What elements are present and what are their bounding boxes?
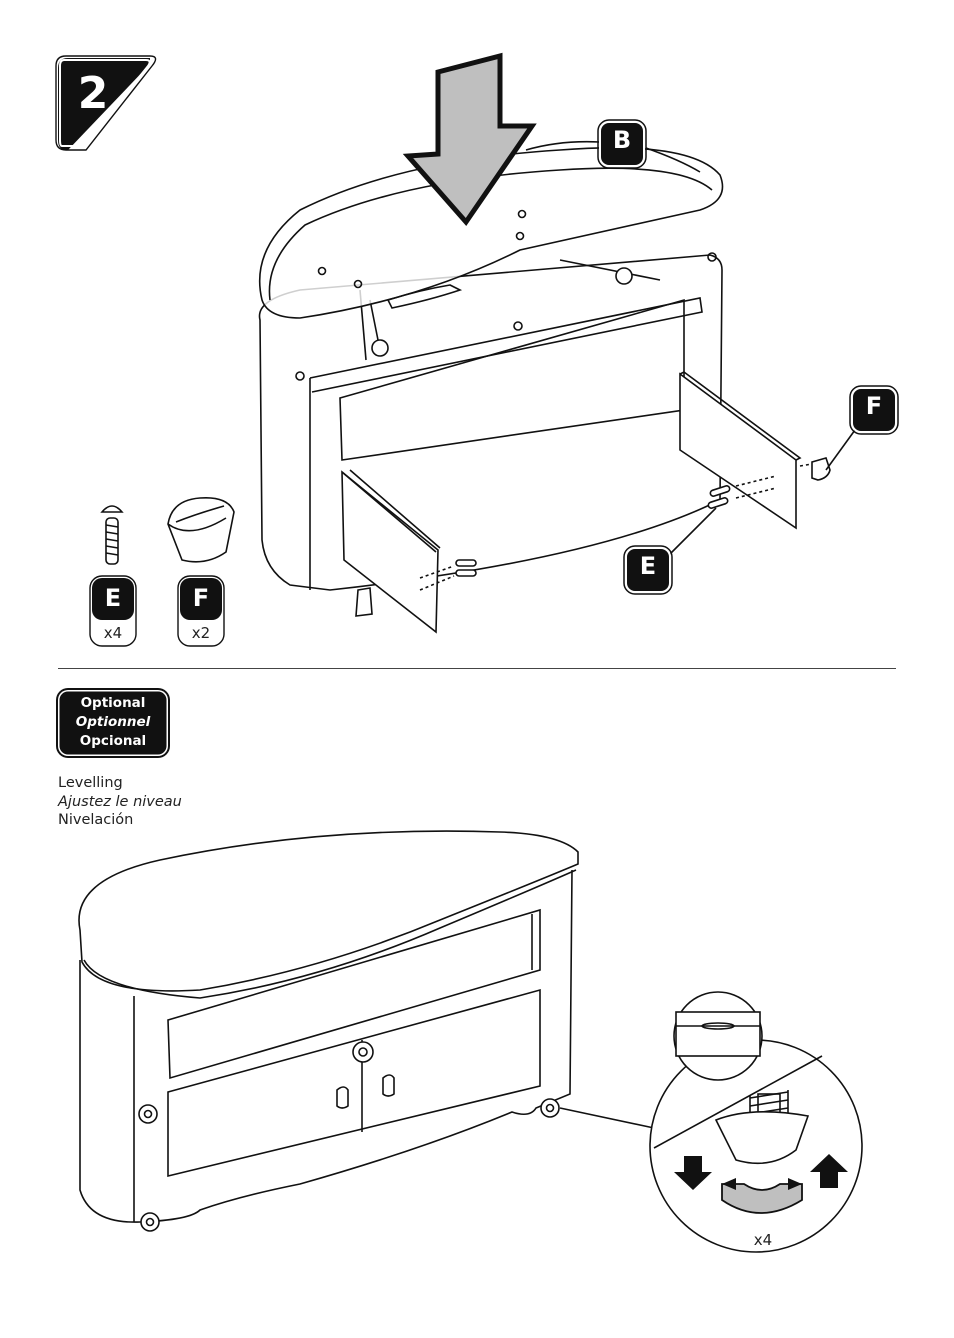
part-f-qty: x2 bbox=[191, 624, 211, 642]
optional-es: Opcional bbox=[79, 733, 147, 749]
levelling-en: Levelling bbox=[58, 775, 123, 791]
step-number: 2 bbox=[77, 68, 109, 119]
levelling-illustration bbox=[78, 830, 863, 1253]
optional-en: Optional bbox=[80, 695, 146, 711]
optional-fr: Optionnel bbox=[75, 714, 151, 730]
levelling-fr: Ajustez le niveau bbox=[58, 793, 182, 810]
part-f-letter: F bbox=[192, 584, 210, 612]
levelling-text: Levelling Ajustez le niveau Nivelación bbox=[58, 774, 182, 830]
optional-badge: Optional Optionnel Opcional bbox=[58, 690, 168, 756]
callout-e-badge bbox=[625, 547, 671, 593]
callout-b-label: B bbox=[612, 126, 632, 154]
part-e-letter: E bbox=[104, 584, 122, 612]
callout-f-badge bbox=[851, 387, 897, 433]
section-divider bbox=[58, 668, 896, 669]
levelling-es: Nivelación bbox=[58, 812, 134, 828]
assembly-illustration bbox=[55, 52, 899, 647]
callout-b-badge bbox=[599, 121, 645, 167]
detail-qty: x4 bbox=[753, 1231, 773, 1249]
callout-f-label: F bbox=[865, 392, 883, 420]
callout-e-label: E bbox=[639, 552, 657, 580]
part-e-qty: x4 bbox=[103, 624, 123, 642]
